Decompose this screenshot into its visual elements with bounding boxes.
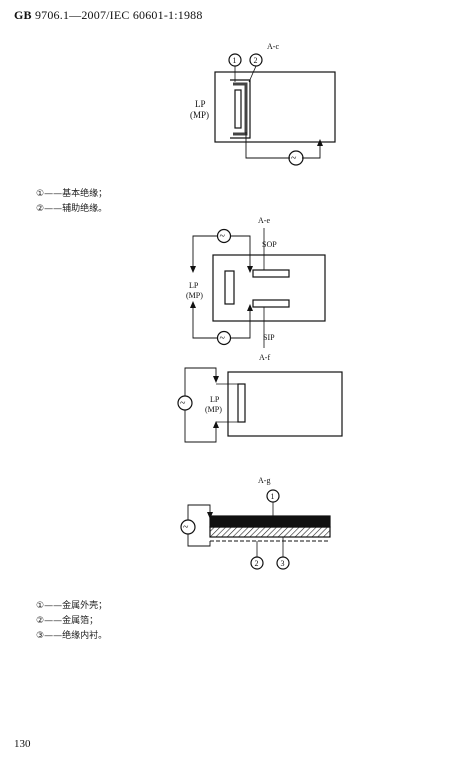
note-text: ——金属箔； bbox=[44, 616, 99, 626]
figure-ag-title: A-g bbox=[258, 476, 270, 485]
figure-ac-mp-label: (MP) bbox=[190, 110, 209, 120]
figure-ac-enclosure bbox=[214, 71, 336, 143]
figure-ac-title: A-c bbox=[267, 42, 279, 51]
figure-ac: A-c 1 2 LP (MP) ~ bbox=[190, 42, 336, 166]
note-marker: ② bbox=[36, 616, 45, 626]
note-marker: ① bbox=[36, 601, 45, 611]
figure-ae-sop-label: SOP bbox=[262, 240, 277, 249]
figure-ag-source-symbol: ~ bbox=[183, 522, 189, 533]
figure-af-live-part bbox=[237, 383, 246, 423]
figure-af-source-symbol: ~ bbox=[180, 398, 186, 409]
figure-ac-lp-label: LP bbox=[195, 99, 206, 109]
figure-ae-lower-source-symbol: ~ bbox=[220, 333, 226, 344]
figure-ac-test-wire bbox=[245, 132, 321, 159]
figure-ac-voltage-source bbox=[288, 150, 304, 166]
note-text: ——辅助绝缘。 bbox=[44, 204, 108, 214]
figure-ag-callout-1-label: 1 bbox=[271, 492, 275, 501]
figure-ae-lp-label: LP bbox=[189, 281, 199, 290]
figure-ae-sip-label: SIP bbox=[263, 333, 275, 342]
figure-ac-supplementary-insulation bbox=[230, 79, 251, 139]
figure-ac-callout-2 bbox=[249, 53, 263, 67]
figure-ag-callout-2-label: 2 bbox=[255, 559, 259, 568]
page-number: 130 bbox=[14, 738, 31, 750]
figure-ae-enclosure bbox=[212, 254, 326, 322]
note-bottom-2: ②——金属箔； bbox=[36, 613, 98, 626]
figure-ac-callout-1-label: 1 bbox=[233, 56, 237, 65]
note-marker: ① bbox=[36, 189, 45, 199]
note-text: ——绝缘内衬。 bbox=[44, 631, 108, 641]
note-marker: ③ bbox=[36, 631, 45, 641]
figure-af-lp-label: LP bbox=[210, 395, 220, 404]
figure-ae-sop-part bbox=[252, 269, 290, 278]
figure-ae-mp-label: (MP) bbox=[186, 291, 203, 300]
note-marker: ② bbox=[36, 204, 45, 214]
note-text: ——金属外壳； bbox=[44, 601, 108, 611]
figure-ae-sip-part bbox=[252, 299, 290, 308]
note-text: ——基本绝缘； bbox=[44, 189, 108, 199]
document-header: GB 9706.1—2007/IEC 60601-1:1988 bbox=[14, 8, 203, 23]
standard-number: 9706.1—2007/IEC 60601-1:1988 bbox=[34, 8, 203, 22]
figure-ag-insulating-lining bbox=[209, 526, 331, 538]
figure-ac-basic-insulation bbox=[233, 82, 248, 136]
figure-af-mp-label: (MP) bbox=[205, 405, 222, 414]
figure-ae-live-part bbox=[224, 270, 235, 305]
note-top-1: ①——基本绝缘； bbox=[36, 186, 107, 199]
figure-ag: A-g 1 2 3 ~ bbox=[180, 476, 331, 570]
note-bottom-3: ③——绝缘内衬。 bbox=[36, 628, 107, 641]
note-bottom-1: ①——金属外壳； bbox=[36, 598, 107, 611]
figure-ac-callout-2-label: 2 bbox=[254, 56, 258, 65]
figure-af-enclosure bbox=[227, 371, 343, 437]
figure-ae-upper-source-symbol: ~ bbox=[220, 231, 226, 242]
figure-af-title: A-f bbox=[259, 353, 270, 362]
figure-ac-source-symbol: ~ bbox=[291, 153, 297, 164]
figure-ag-metal-enclosure bbox=[209, 515, 331, 528]
figure-ac-live-part bbox=[234, 89, 242, 129]
figure-af: A-f LP (MP) ~ bbox=[177, 353, 343, 443]
note-top-2: ②——辅助绝缘。 bbox=[36, 201, 107, 214]
standard-code: GB bbox=[14, 8, 32, 22]
figure-ae: A-e SOP SIP LP (MP) ~ ~ bbox=[186, 216, 326, 348]
figure-ag-callout-3-label: 3 bbox=[281, 559, 285, 568]
figure-ae-title: A-e bbox=[258, 216, 270, 225]
